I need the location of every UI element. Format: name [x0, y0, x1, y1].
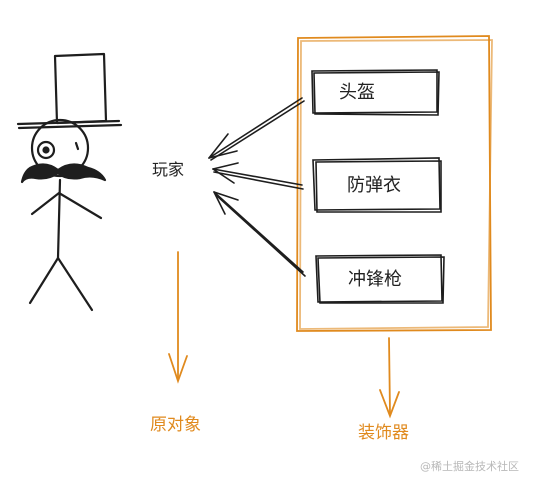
item-label-vest: 防弹衣 — [347, 175, 401, 196]
body — [56, 178, 62, 260]
item-box-vest — [312, 157, 442, 213]
arrow-smg-to-player — [213, 191, 306, 277]
original-object-label: 原对象 — [150, 415, 201, 435]
arrow-helmet-to-player — [208, 97, 305, 161]
eye-right — [74, 141, 80, 151]
decorator-container — [296, 35, 493, 332]
arrow-down-decorator — [379, 337, 400, 419]
arrow-vest-to-player — [212, 162, 304, 190]
stick-figure-player — [16, 52, 123, 312]
eye-pupil — [42, 146, 50, 154]
player-label: 玩家 — [152, 160, 185, 179]
decorator-label: 装饰器 — [358, 423, 409, 443]
item-label-helmet: 头盔 — [339, 82, 375, 103]
legs — [28, 256, 94, 312]
head — [30, 118, 90, 178]
arrow-down-original — [168, 251, 188, 384]
item-box-helmet — [311, 69, 440, 116]
monocle — [36, 140, 56, 160]
watermark: @稀土掘金技术社区 — [420, 460, 519, 473]
arms — [30, 191, 103, 220]
top-hat-crown — [53, 52, 108, 125]
top-hat-brim — [16, 119, 123, 130]
item-box-smg — [315, 254, 445, 304]
item-label-smg: 冲锋枪 — [348, 269, 402, 290]
mustache — [20, 163, 107, 184]
